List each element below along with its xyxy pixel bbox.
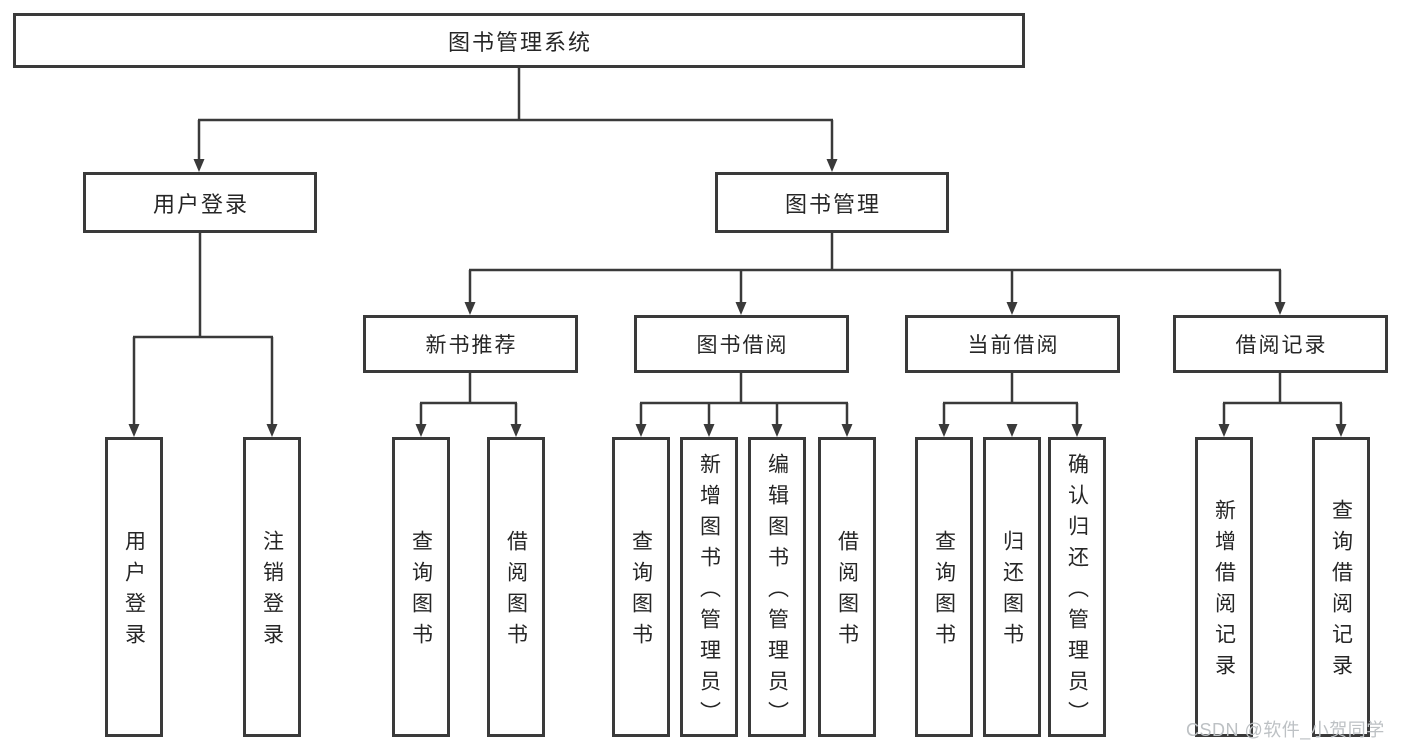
leaf-return-book: 归还图书 xyxy=(983,437,1041,737)
arrow-down-icon xyxy=(1006,302,1018,315)
arrowheads xyxy=(128,159,1347,437)
arrow-down-icon xyxy=(266,424,278,437)
arrow-down-icon xyxy=(735,302,747,315)
leaf-query-books-current-label: 查询图书 xyxy=(932,530,956,654)
leaf-query-borrow-record-label: 查询借阅记录 xyxy=(1329,499,1353,685)
node-current-borrowing: 当前借阅 xyxy=(905,315,1120,373)
leaf-add-borrow-record-label: 新增借阅记录 xyxy=(1212,499,1236,685)
node-user-login-label: 用户登录 xyxy=(152,191,249,217)
leaf-query-books-current: 查询图书 xyxy=(915,437,973,737)
node-new-book-recommend: 新书推荐 xyxy=(363,315,578,373)
leaf-add-book-admin: 新增图书（管理员） xyxy=(680,437,738,737)
arrow-down-icon xyxy=(635,424,647,437)
arrow-down-icon xyxy=(1006,424,1018,437)
leaf-query-borrow-record: 查询借阅记录 xyxy=(1312,437,1370,737)
leaf-borrow-books-recommend: 借阅图书 xyxy=(487,437,545,737)
leaf-borrow-books-borrowing: 借阅图书 xyxy=(818,437,876,737)
arrow-down-icon xyxy=(415,424,427,437)
leaf-user-login: 用户登录 xyxy=(105,437,163,737)
node-book-borrowing: 图书借阅 xyxy=(634,315,849,373)
leaf-query-books-recommend: 查询图书 xyxy=(392,437,450,737)
watermark: CSDN @软件_小贺同学 xyxy=(1186,720,1385,740)
arrow-down-icon xyxy=(1071,424,1083,437)
leaf-logout-label: 注销登录 xyxy=(260,530,284,654)
leaf-return-book-label: 归还图书 xyxy=(1000,530,1024,654)
arrow-down-icon xyxy=(938,424,950,437)
leaf-edit-book-admin: 编辑图书（管理员） xyxy=(748,437,806,737)
arrow-down-icon xyxy=(826,159,838,172)
node-book-management: 图书管理 xyxy=(715,172,949,233)
node-root-label: 图书管理系统 xyxy=(447,29,592,55)
leaf-logout: 注销登录 xyxy=(243,437,301,737)
arrow-down-icon xyxy=(510,424,522,437)
node-current-borrowing-label: 当前借阅 xyxy=(967,334,1060,357)
leaf-add-borrow-record: 新增借阅记录 xyxy=(1195,437,1253,737)
node-borrowing-records-label: 借阅记录 xyxy=(1235,334,1328,357)
arrow-down-icon xyxy=(1218,424,1230,437)
leaf-confirm-return-admin-label: 确认归还（管理员） xyxy=(1065,452,1089,732)
arrow-down-icon xyxy=(771,424,783,437)
leaf-confirm-return-admin: 确认归还（管理员） xyxy=(1048,437,1106,737)
arrow-down-icon xyxy=(464,302,476,315)
node-book-borrowing-label: 图书借阅 xyxy=(696,334,789,357)
leaf-edit-book-admin-label: 编辑图书（管理员） xyxy=(765,452,789,732)
leaf-query-books-borrowing: 查询图书 xyxy=(612,437,670,737)
arrow-down-icon xyxy=(193,159,205,172)
node-root: 图书管理系统 xyxy=(13,13,1025,68)
arrow-down-icon xyxy=(841,424,853,437)
arrow-down-icon xyxy=(703,424,715,437)
arrow-down-icon xyxy=(1335,424,1347,437)
leaf-query-books-recommend-label: 查询图书 xyxy=(409,530,433,654)
node-new-book-recommend-label: 新书推荐 xyxy=(425,334,518,357)
arrow-down-icon xyxy=(128,424,140,437)
node-borrowing-records: 借阅记录 xyxy=(1173,315,1388,373)
leaf-user-login-label: 用户登录 xyxy=(122,530,146,654)
leaf-borrow-books-recommend-label: 借阅图书 xyxy=(504,530,528,654)
leaf-borrow-books-borrowing-label: 借阅图书 xyxy=(835,530,859,654)
node-book-management-label: 图书管理 xyxy=(784,191,881,217)
arrow-down-icon xyxy=(1274,302,1286,315)
leaf-add-book-admin-label: 新增图书（管理员） xyxy=(697,452,721,732)
tree-edges xyxy=(132,68,1343,425)
leaf-query-books-borrowing-label: 查询图书 xyxy=(629,530,653,654)
node-user-login: 用户登录 xyxy=(83,172,317,233)
